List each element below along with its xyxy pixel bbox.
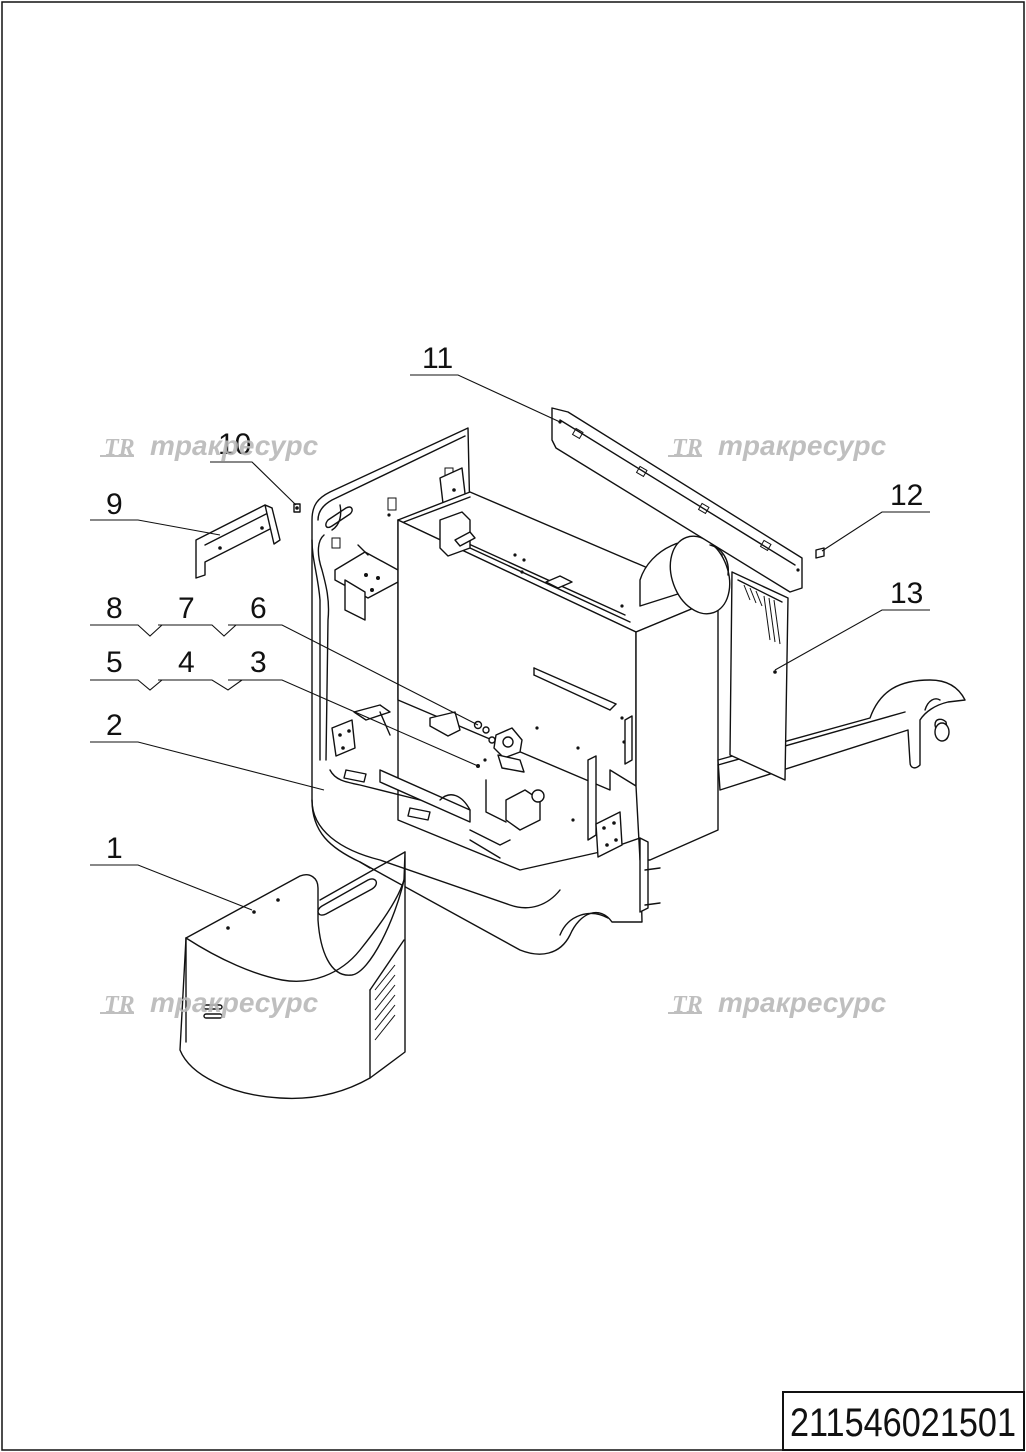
- callout-9: 9: [106, 488, 123, 521]
- callout-8: 8: [106, 592, 123, 625]
- leader-lines: [90, 374, 930, 911]
- callout-3: 3: [250, 646, 267, 679]
- watermark-text: тракресурс: [718, 430, 887, 461]
- callout-6: 6: [250, 592, 267, 625]
- drawing-number: 211546021501: [790, 1401, 1016, 1445]
- watermark-logo: TR: [104, 435, 135, 461]
- drawing-number-box: 211546021501: [782, 1391, 1025, 1451]
- watermark-logo: TR: [104, 992, 135, 1018]
- part-1-front-cover: [179, 851, 406, 1100]
- callout-7: 7: [178, 592, 195, 625]
- watermark-top-left: TR тракресурс: [100, 430, 319, 461]
- callout-12: 12: [890, 479, 923, 512]
- drive-motor: [639, 535, 731, 615]
- callout-5: 5: [106, 646, 123, 679]
- watermark-bottom-left: TR тракресурс: [100, 987, 319, 1018]
- part-13-vent-panel: [729, 571, 789, 781]
- hardware-cluster: [469, 720, 545, 859]
- watermark-top-right: TR тракресурс: [668, 430, 887, 461]
- part-11-plate: [551, 407, 803, 593]
- callout-2: 2: [106, 709, 123, 742]
- watermark-text: тракресурс: [150, 987, 319, 1018]
- part-10-bolt: [293, 503, 301, 513]
- callout-13: 13: [890, 577, 923, 610]
- watermark-logo: TR: [672, 435, 703, 461]
- battery-compartment: [353, 491, 719, 913]
- callout-10: 10: [218, 428, 251, 461]
- part-12-screw: [815, 547, 825, 559]
- cover-vent-slots: [374, 964, 396, 1041]
- callout-4: 4: [178, 646, 195, 679]
- part-9-bracket: [195, 504, 281, 579]
- watermark-text: тракресурс: [150, 430, 319, 461]
- callout-11: 11: [422, 342, 453, 375]
- watermark-text: тракресурс: [718, 987, 887, 1018]
- vent-slots: [743, 584, 781, 645]
- callout-1: 1: [106, 832, 123, 865]
- watermark-logo: TR: [672, 992, 703, 1018]
- watermark-bottom-right: TR тракресурс: [668, 987, 887, 1018]
- callout-labels: 1 2 3 4 5 6 7 8 9 10 11 12 13: [106, 342, 923, 865]
